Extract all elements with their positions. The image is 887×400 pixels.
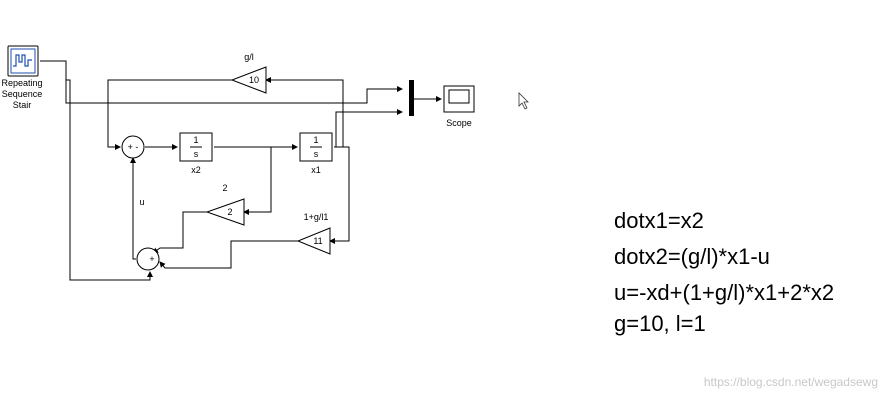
equation-1: dotx1=x2 xyxy=(614,208,704,233)
integrator-x2-block[interactable]: 1 s x2 xyxy=(179,132,213,175)
watermark-text: https://blog.csdn.net/wegadsewg xyxy=(704,375,878,389)
gain-11-value: 11 xyxy=(313,236,322,246)
signal-label-u: u xyxy=(139,197,144,207)
x2-denominator: s xyxy=(194,149,199,159)
x1-name: x1 xyxy=(311,165,321,175)
sum-top-signs: + - xyxy=(128,142,139,152)
scope-screen-icon xyxy=(448,89,470,104)
wire-x2-to-gain2 xyxy=(243,147,272,215)
wire-u-to-sum-top xyxy=(130,157,136,260)
source-label-3: Stair xyxy=(13,100,32,110)
stair-waveform-icon xyxy=(13,54,32,67)
x1-numerator: 1 xyxy=(313,135,318,145)
scope-block[interactable]: Scope xyxy=(443,85,475,128)
wire-gain11-to-sum xyxy=(159,240,298,269)
gain-g-over-l-name: g/l xyxy=(244,52,254,62)
gain-2-value: 2 xyxy=(227,207,232,217)
x2-numerator: 1 xyxy=(193,135,198,145)
gain-g-over-l-block[interactable]: 10 g/l xyxy=(230,52,267,94)
wire-gain2-to-sum xyxy=(152,211,207,254)
wire-x1-to-mux xyxy=(335,109,403,147)
source-label-1: Repeating xyxy=(1,78,42,88)
gain-2-name: 2 xyxy=(222,183,227,193)
wire-x1-to-gain-gl xyxy=(265,77,344,147)
mux-block[interactable] xyxy=(409,80,414,116)
sum-top-block[interactable]: + - xyxy=(121,135,145,159)
mouse-cursor-icon xyxy=(518,92,529,110)
equation-2: dotx2=(g/l)*x1-u xyxy=(614,244,770,269)
gain-g-over-l-value: 10 xyxy=(249,75,259,85)
wire-source-to-sum-bottom xyxy=(66,79,153,281)
wire-source-to-mux xyxy=(40,60,403,104)
sum-bottom-block[interactable]: + xyxy=(136,247,160,271)
gain-11-name: 1+g/l1 xyxy=(304,212,329,222)
sum-bottom-signs: + xyxy=(149,254,154,264)
wire-gain-gl-to-sum xyxy=(107,79,232,150)
x2-name: x2 xyxy=(191,165,201,175)
equations-panel: dotx1=x2 dotx2=(g/l)*x1-u u=-xd+(1+g/l)*… xyxy=(614,208,834,336)
equation-3: u=-xd+(1+g/l)*x1+2*x2 xyxy=(614,280,834,305)
equation-4: g=10, l=1 xyxy=(614,311,706,336)
wire-x1-to-gain11 xyxy=(329,146,350,244)
repeating-sequence-stair-block[interactable]: Repeating Sequence Stair xyxy=(1,45,43,110)
source-label-2: Sequence xyxy=(2,89,43,99)
x1-denominator: s xyxy=(314,149,319,159)
scope-name: Scope xyxy=(446,118,472,128)
gain-1-plus-g-over-l-block[interactable]: 11 1+g/l1 xyxy=(296,212,331,255)
signal-wires xyxy=(40,60,442,281)
integrator-x1-block[interactable]: 1 s x1 xyxy=(299,132,333,175)
gain-2-block[interactable]: 2 2 xyxy=(205,183,245,226)
